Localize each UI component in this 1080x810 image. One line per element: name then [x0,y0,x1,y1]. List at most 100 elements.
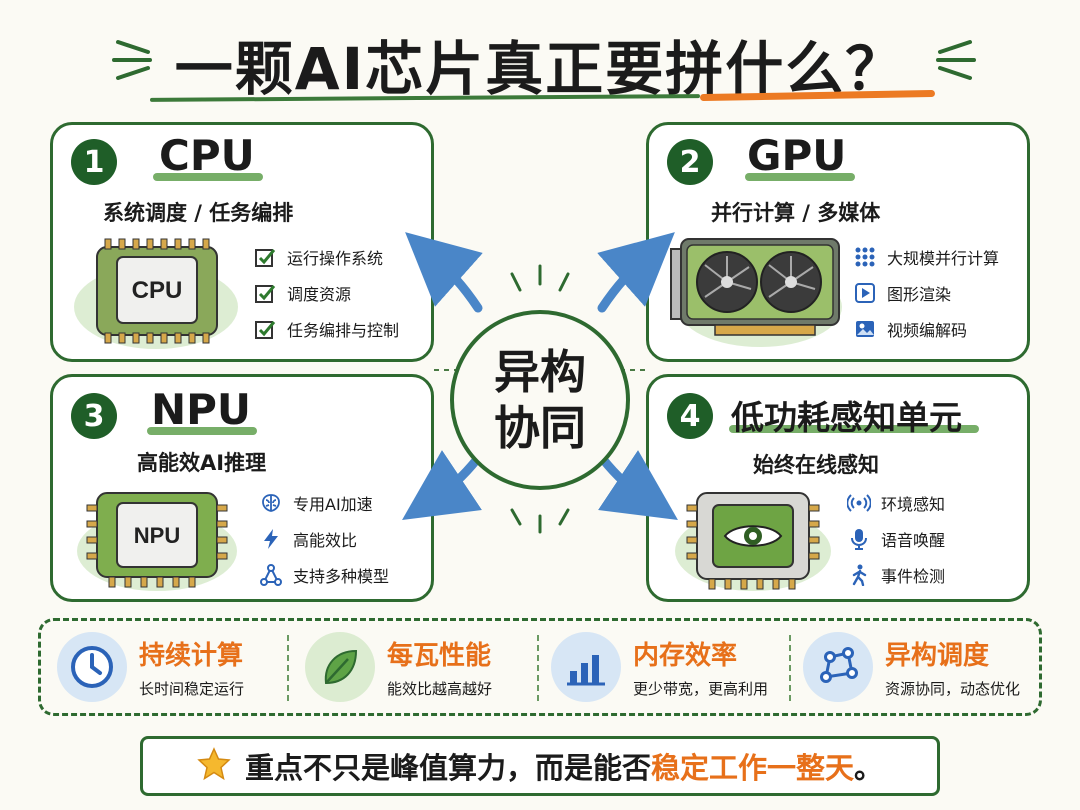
feature-label: 语音唤醒 [881,531,946,550]
list-item: 调度资源 [253,275,399,311]
footer-highlight: 稳定工作一整天 [650,751,854,785]
feature-label: 事件检测 [881,567,946,586]
metric-title: 每瓦性能 [387,641,492,671]
metrics-panel: 持续计算 长时间稳定运行 每瓦性能 能效比越高越好 内存效率 更少带宽，更高利用… [38,618,1042,716]
card-title: GPU [747,131,847,180]
leaf-icon [305,632,375,702]
feature-list: 环境感知 语音唤醒 事件检测 [847,485,945,593]
list-item: 支持多种模型 [259,557,389,593]
dash-marks-left-icon [112,40,152,80]
metric-perf-per-watt: 每瓦性能 能效比越高越好 [305,621,492,713]
card-title: CPU [159,131,255,180]
divider [537,635,539,701]
feature-label: 视频编解码 [887,321,968,340]
card-subtitle: 并行计算 / 多媒体 [711,201,881,225]
card-subtitle: 系统调度 / 任务编排 [103,201,294,225]
feature-label: 图形渲染 [887,285,952,304]
metric-subtitle: 长时间稳定运行 [139,680,245,698]
list-item: 大规模并行计算 [853,239,999,275]
feature-label: 高能效比 [293,531,358,550]
list-item: 语音唤醒 [847,521,945,557]
card-number: 1 [71,139,117,185]
check-box-icon [253,245,277,269]
footer-text-post: 。 [854,751,884,785]
list-item: 环境感知 [847,485,945,521]
feature-label: 调度资源 [287,285,352,304]
cpu-chip-illustration: CPU [74,238,238,349]
card-gpu: 2 GPU 并行计算 / 多媒体 大规模并行计算 图形渲染 视频编解码 [646,122,1030,362]
lightning-icon [259,527,283,551]
metric-subtitle: 资源协同，动态优化 [885,680,1021,698]
gpu-card-illustration [670,238,842,347]
dash-marks-right-icon [936,40,976,80]
bar-chart-icon [551,632,621,702]
feature-label: 支持多种模型 [293,567,390,586]
play-icon [853,281,877,305]
feature-list: 大规模并行计算 图形渲染 视频编解码 [853,239,999,347]
card-number: 2 [667,139,713,185]
metric-title: 异构调度 [885,641,990,671]
cpu-chip-label: CPU [132,277,183,304]
check-box-icon [253,317,277,341]
sensor-chip-illustration [675,492,831,591]
person-walking-icon [847,563,871,587]
footer-banner: 重点不只是峰值算力，而是能否稳定工作一整天。 [140,736,940,796]
signal-icon [847,491,871,515]
list-item: 任务编排与控制 [253,311,399,347]
card-cpu: 1 CPU 系统调度 / 任务编排 CPU 运行操作系统 调度资源 任务编排与控… [50,122,434,362]
metric-title: 内存效率 [633,641,738,671]
image-icon [853,317,877,341]
title-highlight [729,425,979,433]
list-item: 事件检测 [847,557,945,593]
feature-list: 运行操作系统 调度资源 任务编排与控制 [253,239,399,347]
footer-text-pre: 重点不只是峰值算力，而是能否 [244,751,651,785]
metric-subtitle: 更少带宽，更高利用 [633,680,769,698]
list-item: 视频编解码 [853,311,999,347]
title-highlight [745,173,855,181]
card-subtitle: 始终在线感知 [753,453,879,477]
divider [287,635,289,701]
npu-chip-illustration: NPU [77,492,237,591]
clock-icon [57,632,127,702]
network-icon [259,563,283,587]
feature-label: 任务编排与控制 [287,321,400,340]
dot-grid-icon [853,245,877,269]
page-title: 一颗AI芯片真正要拼什么？ [0,22,1080,106]
feature-label: 环境感知 [881,495,946,514]
card-subtitle: 高能效AI推理 [137,451,267,475]
card-npu: 3 NPU 高能效AI推理 NPU 专用AI加速 高能效比 支持多种模型 [50,374,434,602]
arrow-to-npu-icon [402,450,483,520]
card-number: 3 [71,393,117,439]
metric-heterogeneous-scheduling: 异构调度 资源协同，动态优化 [803,621,1020,713]
npu-chip-label: NPU [134,523,180,548]
feature-label: 运行操作系统 [287,249,384,268]
feature-list: 专用AI加速 高能效比 支持多种模型 [259,485,389,593]
feature-label: 大规模并行计算 [887,249,1000,268]
title-highlight [147,427,257,435]
microphone-icon [847,527,871,551]
list-item: 运行操作系统 [253,239,399,275]
feature-label: 专用AI加速 [293,495,373,514]
center-line-2: 协同 [494,401,586,455]
metric-subtitle: 能效比越高越好 [387,680,493,698]
card-title: NPU [151,385,252,434]
metric-sustained-compute: 持续计算 长时间稳定运行 [57,621,244,713]
arrow-to-sensing-icon [597,450,678,520]
card-title: 低功耗感知单元 [731,398,962,437]
nodes-icon [803,632,873,702]
divider [789,635,791,701]
burst-marks-icon [510,264,570,534]
title-highlight [153,173,263,181]
arrow-to-gpu-icon [597,232,675,313]
star-icon [197,747,231,785]
check-box-icon [253,281,277,305]
card-number: 4 [667,393,713,439]
list-item: 图形渲染 [853,275,999,311]
center-line-1: 异构 [494,345,586,399]
arrow-to-cpu-icon [405,232,483,313]
brain-icon [259,491,283,515]
metric-memory-efficiency: 内存效率 更少带宽，更高利用 [551,621,768,713]
list-item: 专用AI加速 [259,485,389,521]
center-heterogeneous-badge: 异构 协同 [450,310,630,490]
title-main: 一颗AI芯片真正要 [174,35,666,103]
